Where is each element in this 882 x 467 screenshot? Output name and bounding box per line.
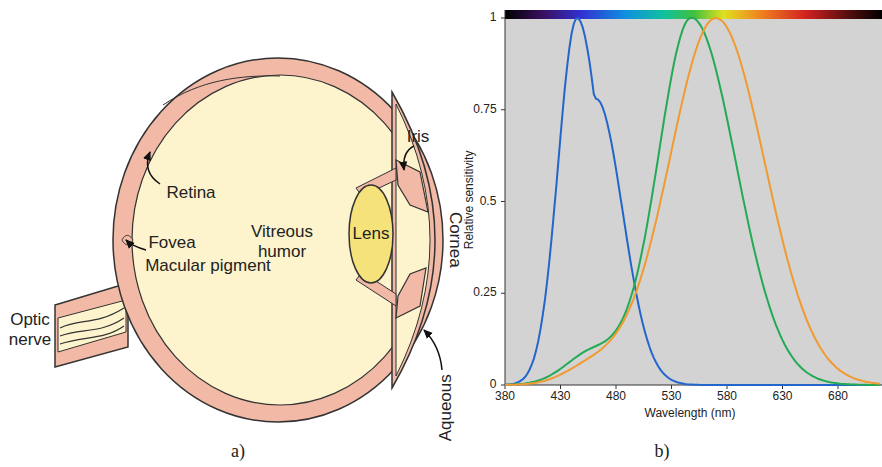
cornea	[392, 92, 435, 388]
sensitivity-curve	[505, 18, 880, 385]
tick-label: 530	[661, 390, 681, 404]
nerve-fibres	[60, 308, 124, 344]
leader-arrow	[126, 240, 146, 250]
panel-letter: a)	[231, 441, 245, 462]
part-label: Aqueous	[436, 374, 456, 441]
vitreous-body	[132, 75, 428, 405]
tick-label: 480	[606, 390, 626, 404]
axis-title: Wavelength (nm)	[645, 407, 736, 421]
tick-label: 0.5	[480, 195, 497, 209]
optic-nerve	[55, 283, 128, 367]
aqueous-chamber	[396, 104, 430, 376]
part-label: Macular pigment	[145, 256, 271, 276]
y-axis	[505, 10, 506, 385]
leader-arrow	[148, 152, 160, 184]
tick-label: 0.75	[473, 103, 496, 117]
tick-label: 630	[772, 390, 792, 404]
part-label: Fovea	[148, 233, 195, 253]
retina-layer	[163, 76, 280, 105]
part-label: Cornea	[445, 212, 465, 268]
axis-title: Relative sensitivity	[463, 151, 477, 250]
part-label: Retina	[166, 183, 215, 203]
tick-label: 430	[550, 390, 570, 404]
part-label: Vitreous humor	[242, 222, 322, 261]
tick-label: 680	[828, 390, 848, 404]
panel-letter: b)	[655, 441, 670, 462]
tick-label: 380	[495, 390, 515, 404]
plot-area	[505, 10, 882, 385]
axis-ticks	[501, 18, 838, 389]
tick-label: 1	[490, 11, 497, 25]
sensitivity-curve	[505, 18, 880, 385]
part-label: Iris	[407, 127, 430, 147]
part-label: Lens	[353, 224, 390, 244]
leader-arrow	[424, 330, 442, 370]
sclera	[113, 58, 443, 422]
tick-label: 0.25	[473, 286, 496, 300]
optic-nerve-core	[58, 300, 126, 352]
iris-lower	[396, 268, 426, 318]
leader-arrow	[404, 146, 414, 170]
sensitivity-curve	[505, 18, 880, 385]
part-label: Optic nerve	[4, 310, 56, 349]
lens	[349, 185, 393, 283]
tick-label: 580	[717, 390, 737, 404]
sensitivity-curves	[505, 18, 880, 385]
iris-upper	[396, 160, 428, 212]
